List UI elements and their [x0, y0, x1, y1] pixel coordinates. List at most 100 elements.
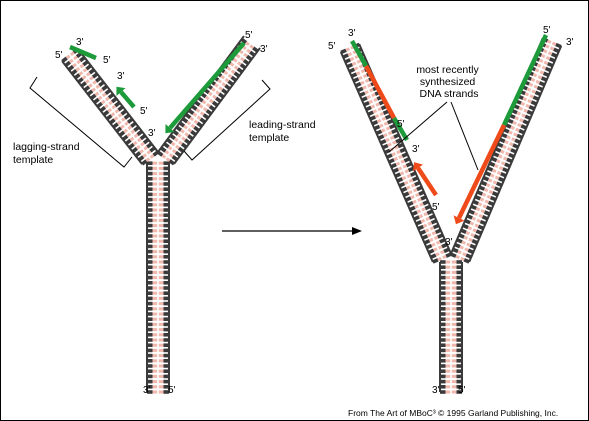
base-pair: [107, 108, 113, 113]
base-pair: [540, 53, 546, 59]
base-pair: [522, 96, 528, 102]
base-pair: [526, 87, 532, 92]
base-pair: [79, 63, 85, 69]
base-pair: [130, 129, 136, 135]
base-pair: [440, 250, 445, 255]
base-pair: [92, 80, 98, 85]
base-pair: [512, 120, 517, 126]
base-pair: [224, 77, 230, 83]
base-pair: [89, 76, 94, 81]
base-pair: [195, 108, 201, 113]
base-pair: [349, 56, 355, 62]
end-label-3prime: 3': [148, 128, 156, 139]
base-pair: [529, 94, 535, 99]
base-pair: [508, 130, 513, 135]
end-label-3prime: 3': [348, 28, 356, 39]
base-pair: [207, 91, 213, 97]
base-pair: [387, 130, 393, 136]
base-pair: [492, 180, 498, 185]
strand-bar: [501, 34, 549, 126]
base-pair: [358, 64, 364, 69]
base-pair: [229, 62, 235, 67]
base-pair: [475, 207, 481, 212]
base-pair: [145, 157, 151, 162]
base-pair: [547, 51, 553, 56]
base-pair: [511, 137, 516, 142]
strand-bar: [69, 44, 97, 61]
base-pair: [533, 84, 539, 89]
base-pair: [379, 111, 385, 117]
base-pair: [353, 66, 359, 71]
base-pair: [374, 114, 380, 119]
base-pair: [482, 204, 488, 209]
base-pair: [170, 141, 176, 147]
base-pair: [175, 144, 180, 150]
base-pair: [230, 69, 236, 75]
base-pair: [135, 144, 141, 150]
base-pair: [525, 103, 530, 109]
credit-line: From The Art of MBoC³ © 1995 Garland Pub…: [348, 408, 558, 418]
base-pair: [91, 87, 97, 93]
okazaki-fragment-top: [69, 44, 97, 61]
base-pair: [121, 117, 126, 122]
okazaki-fragment-new: [116, 86, 136, 109]
base-pair: [105, 96, 110, 102]
base-pair: [366, 95, 371, 100]
base-pair: [520, 101, 526, 106]
base-pair: [227, 73, 233, 79]
base-pair: [143, 145, 149, 151]
base-pair: [437, 245, 443, 250]
base-pair: [437, 256, 442, 262]
base-pair: [394, 145, 399, 150]
base-pair: [347, 52, 353, 57]
base-pair: [426, 233, 432, 238]
base-pair: [206, 102, 211, 108]
base-pair: [383, 133, 388, 138]
leading-strand-template-label: leading-strand template: [249, 119, 318, 144]
backbone-rail: [173, 47, 261, 165]
base-pair: [139, 149, 144, 154]
base-pair: [477, 202, 483, 207]
base-pair: [368, 99, 374, 105]
leading-strand-new: [165, 41, 246, 134]
base-pair: [391, 152, 396, 157]
base-pair: [387, 142, 392, 147]
base-pair: [535, 79, 541, 85]
base-pair: [100, 99, 106, 105]
base-pair: [376, 118, 382, 124]
end-label-3prime: 3': [76, 37, 84, 48]
base-pair: [474, 223, 479, 228]
base-pair: [487, 178, 493, 183]
lagging-template-bracket: [29, 76, 133, 168]
base-pair: [183, 124, 188, 130]
base-pair: [404, 169, 410, 174]
base-pair: [104, 103, 109, 109]
base-pair: [78, 71, 84, 76]
base-pair: [510, 125, 515, 130]
base-pair: [435, 240, 441, 245]
base-pair: [549, 46, 555, 51]
base-pair: [402, 164, 408, 169]
base-pair: [146, 149, 152, 155]
strand-bar: [168, 41, 246, 130]
base-pair: [187, 128, 193, 133]
end-label-3prime: 3': [412, 144, 420, 155]
base-pair: [502, 156, 508, 161]
base-pair: [398, 154, 403, 160]
base-pair: [355, 71, 361, 76]
base-pair: [120, 124, 125, 130]
base-pair: [496, 170, 502, 176]
base-pair: [204, 95, 210, 101]
base-pair: [491, 168, 497, 173]
base-pair: [545, 56, 551, 61]
end-label-3prime: 3': [143, 385, 151, 396]
base-pair: [399, 171, 405, 176]
base-pair: [383, 121, 389, 126]
end-label-5prime: 5': [397, 119, 405, 130]
base-pair: [362, 73, 368, 79]
base-pair: [184, 132, 190, 137]
base-pair: [186, 120, 192, 126]
end-label-5prime: 5': [328, 41, 336, 52]
base-pair: [378, 123, 384, 128]
base-pair: [202, 107, 208, 112]
